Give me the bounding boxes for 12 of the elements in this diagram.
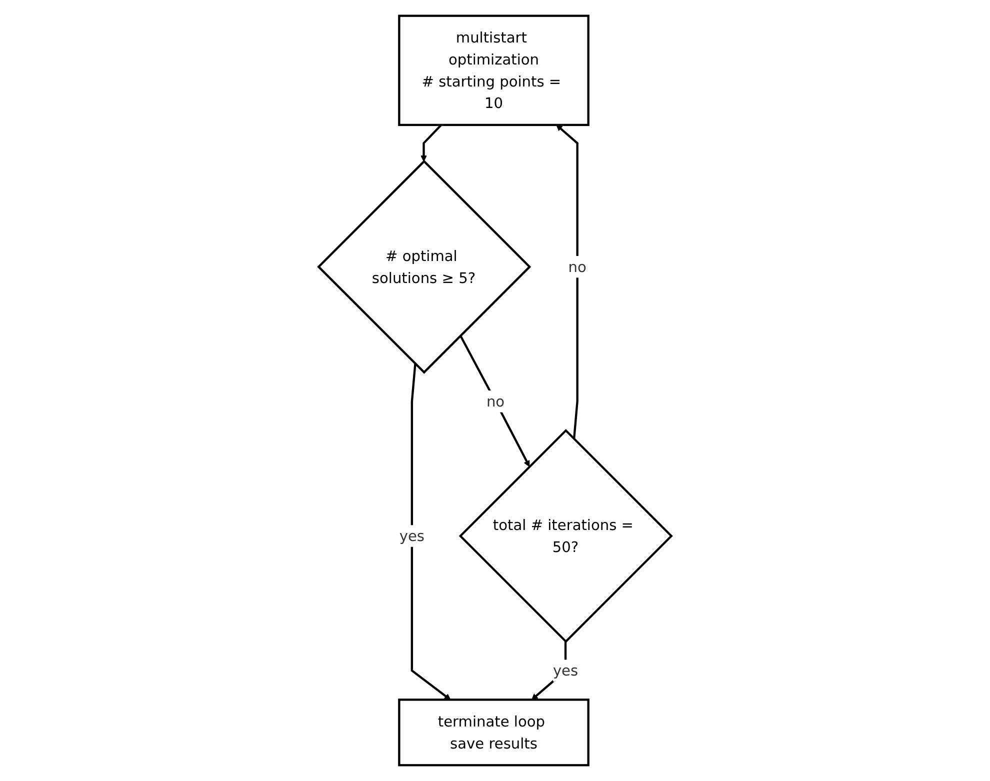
- edge-label: no: [568, 258, 586, 276]
- edge-label: yes: [552, 662, 578, 680]
- edge-label: no: [486, 392, 505, 410]
- node-diamond: total # iterations = 50?: [458, 428, 673, 644]
- arrow: [459, 335, 530, 467]
- arrow: [410, 364, 451, 700]
- node-box: multistart optimization # starting points = 10: [398, 14, 590, 126]
- arrow: [420, 124, 442, 162]
- node-diamond: # optimal solutions ≥ 5?: [317, 160, 532, 374]
- arrow: [556, 124, 578, 440]
- edge-label: yes: [399, 527, 425, 545]
- node-box: terminate loop save results: [398, 698, 590, 766]
